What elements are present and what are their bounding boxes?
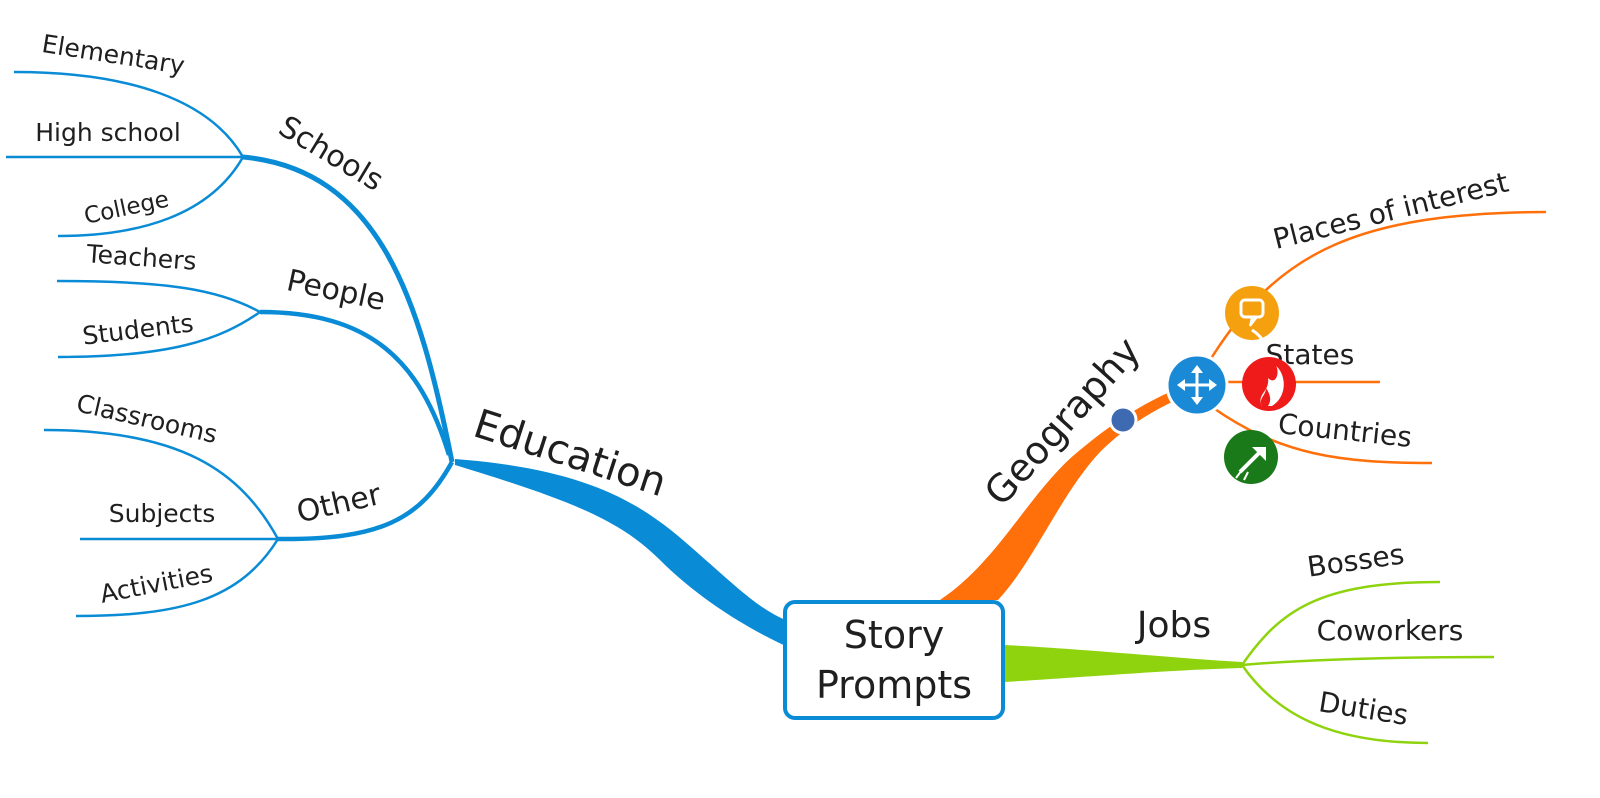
schools-label[interactable]: Schools <box>272 109 389 198</box>
education-branch: Education Schools People Other Elementar… <box>6 29 790 648</box>
geography-main-connector[interactable] <box>940 392 1172 600</box>
bosses-connector[interactable] <box>1240 580 1441 666</box>
elementary-connector[interactable] <box>13 70 245 158</box>
geography-branch: Geography Places of interest States Coun… <box>940 166 1547 600</box>
college-connector[interactable] <box>57 156 245 238</box>
jobs-branch: Jobs Bosses Coworkers Duties <box>1005 537 1495 745</box>
countries-label[interactable]: Countries <box>1277 407 1414 454</box>
people-connector[interactable] <box>259 309 452 456</box>
teachers-connector[interactable] <box>56 279 261 314</box>
people-label[interactable]: People <box>284 263 389 318</box>
education-main-connector[interactable] <box>455 459 790 648</box>
speech-bubble-icon[interactable] <box>1225 286 1279 343</box>
central-topic-label: Story Prompts <box>815 613 973 707</box>
classrooms-connector[interactable] <box>43 428 280 540</box>
students-connector[interactable] <box>57 310 261 359</box>
other-connector[interactable] <box>277 460 454 542</box>
other-label[interactable]: Other <box>293 477 385 530</box>
connector-dot-icon[interactable] <box>1108 405 1138 435</box>
activities-connector[interactable] <box>75 538 280 618</box>
flame-icon[interactable] <box>1242 357 1296 411</box>
places-of-interest-label[interactable]: Places of interest <box>1270 166 1512 256</box>
teachers-label[interactable]: Teachers <box>85 239 198 276</box>
move-arrows-icon[interactable] <box>1165 353 1229 417</box>
central-topic-node[interactable]: Story Prompts <box>783 600 1005 720</box>
schools-connector[interactable] <box>242 154 455 463</box>
jobs-label[interactable]: Jobs <box>1135 605 1211 646</box>
duties-connector[interactable] <box>1240 664 1429 745</box>
coworkers-connector[interactable] <box>1241 655 1495 667</box>
students-label[interactable]: Students <box>81 308 195 350</box>
countries-connector[interactable] <box>1211 405 1433 465</box>
trend-arrow-icon[interactable] <box>1224 430 1278 484</box>
duties-label[interactable]: Duties <box>1317 685 1411 732</box>
subjects-label[interactable]: Subjects <box>109 499 215 528</box>
coworkers-label[interactable]: Coworkers <box>1317 614 1464 647</box>
bosses-label[interactable]: Bosses <box>1305 537 1406 583</box>
jobs-main-connector[interactable] <box>1005 645 1242 682</box>
high-school-label[interactable]: High school <box>35 118 181 147</box>
